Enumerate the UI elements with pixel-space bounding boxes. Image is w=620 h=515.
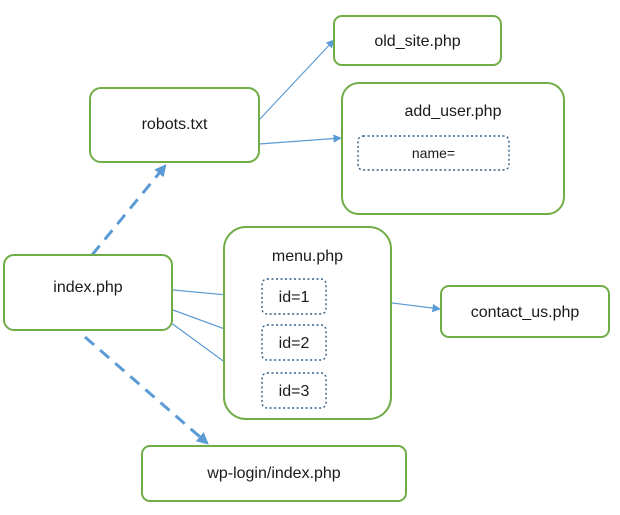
node-wp-login-label: wp-login/index.php: [206, 465, 341, 482]
edge-index-to-wp-login: [84, 335, 209, 445]
node-old-site: old_site.php: [333, 15, 502, 66]
param-id3: id=3: [261, 372, 327, 409]
param-name: name=: [357, 135, 510, 171]
node-add-user-label: add_user.php: [405, 103, 502, 120]
param-id2: id=2: [261, 324, 327, 361]
node-add-user: add_user.php name=: [341, 82, 565, 215]
param-id3-label: id=3: [279, 383, 310, 400]
node-index: index.php: [3, 254, 173, 331]
node-old-site-label: old_site.php: [374, 33, 460, 50]
node-index-label: index.php: [53, 279, 122, 296]
param-id1: id=1: [261, 278, 327, 315]
param-id1-label: id=1: [279, 289, 310, 306]
node-menu: menu.php id=1 id=2 id=3: [223, 226, 392, 420]
node-menu-label: menu.php: [272, 248, 343, 265]
param-id2-label: id=2: [279, 335, 310, 352]
node-wp-login: wp-login/index.php: [141, 445, 407, 502]
node-robots-label: robots.txt: [142, 116, 208, 133]
param-name-label: name=: [412, 145, 455, 161]
node-contact-us: contact_us.php: [440, 285, 610, 338]
node-contact-us-label: contact_us.php: [471, 304, 580, 321]
node-robots: robots.txt: [89, 87, 260, 163]
edge-robots-to-old-site: [258, 39, 335, 121]
edge-index-to-robots: [90, 164, 167, 256]
edge-robots-to-add-user: [258, 134, 342, 145]
